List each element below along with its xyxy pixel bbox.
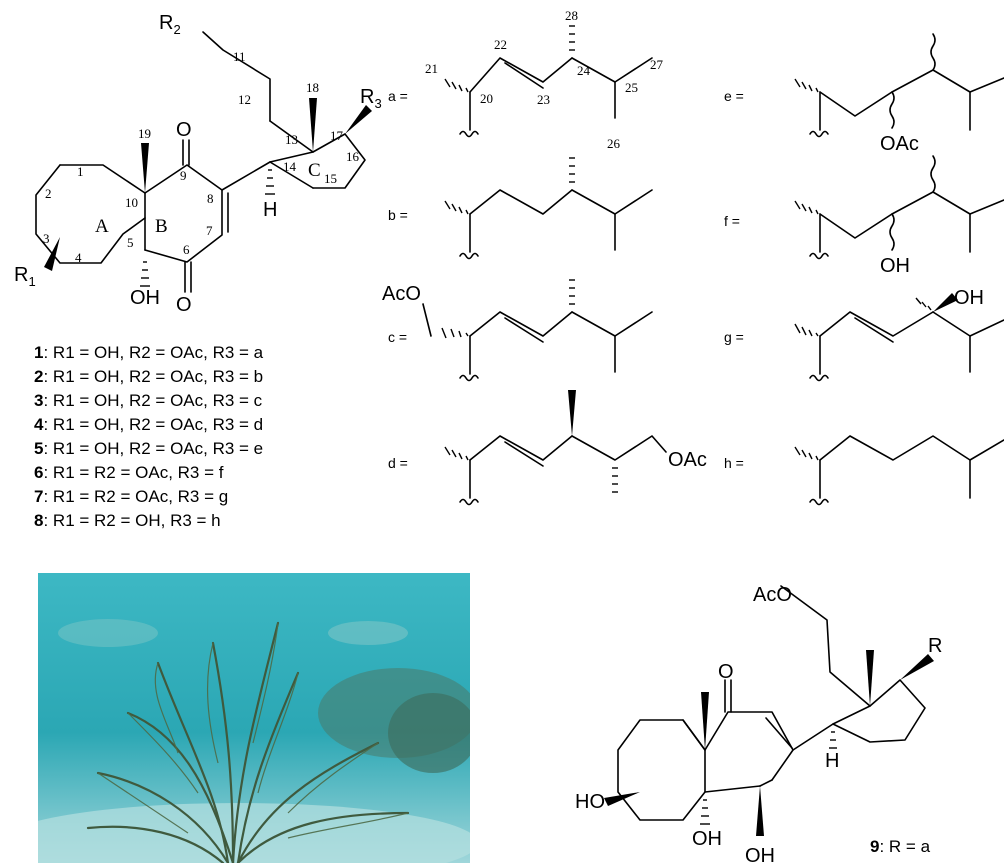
- side-chain-f-label: f =: [724, 213, 740, 229]
- carbon-number-28: 28: [565, 8, 578, 23]
- c9-h-label: H: [825, 750, 839, 772]
- carbon-number-20: 20: [480, 91, 493, 106]
- f-oh-label: OH: [880, 255, 910, 277]
- side-chain-b: b =: [388, 157, 653, 260]
- c9-aco-label: AcO: [753, 584, 792, 606]
- carbon-number-5: 5: [127, 235, 134, 250]
- compound-9-caption: 9: R = a: [870, 837, 931, 856]
- compound-4-entry: 4: R1 = OH, R2 = OAc, R3 = d: [34, 415, 263, 434]
- coral-photo-image: [38, 573, 470, 863]
- e-oac-label: OAc: [880, 133, 919, 155]
- d-c25-hashed-bond: [612, 467, 618, 493]
- carbon-number-22: 22: [494, 37, 507, 52]
- d-oac-label: OAc: [668, 449, 707, 471]
- carbon-number-8: 8: [207, 191, 214, 206]
- carbon-number-25: 25: [625, 80, 638, 95]
- side-chain-a: a = 21 22 20 23 24 25 26 27 28: [388, 8, 664, 151]
- core-structure: R1 R2 R3 OH O O H 1 2 3 4 5 6 7 8 9 10 1…: [14, 12, 382, 316]
- carbon-number-15: 15: [324, 171, 337, 186]
- compound-9-structure: AcO R O HO OH OH H 9: R = a: [575, 584, 942, 865]
- g-c20-hashed-bond: [794, 323, 819, 337]
- compound-5-entry: 5: R1 = OH, R2 = OAc, R3 = e: [34, 439, 263, 458]
- carbon-number-27: 27: [650, 57, 664, 72]
- d-c20-hashed-bond: [444, 446, 469, 461]
- c-c20-hashed-bond: [441, 327, 469, 339]
- carbon-number-9: 9: [180, 168, 187, 183]
- c-aco-label: AcO: [382, 283, 421, 305]
- side-chain-d: d = OAc: [388, 390, 707, 506]
- c-c24-hashed-bond: [569, 279, 575, 305]
- carbon-number-17: 17: [330, 128, 344, 143]
- compound-7-entry: 7: R1 = R2 = OAc, R3 = g: [34, 487, 228, 506]
- r3-label: R3: [360, 86, 382, 111]
- carbon-number-3: 3: [43, 231, 50, 246]
- carbon-number-1: 1: [77, 164, 84, 179]
- c5-oh-label: OH: [130, 287, 160, 309]
- carbon-number-24: 24: [577, 63, 591, 78]
- c9-c5-oh-label: OH: [692, 828, 722, 850]
- c20-hashed-bond: [444, 78, 469, 93]
- carbon-number-14: 14: [283, 159, 297, 174]
- carbon-number-6: 6: [183, 242, 190, 257]
- b-c20-hashed-bond: [444, 200, 469, 215]
- c9-c14-hashed-bond: [829, 731, 837, 749]
- h-c20-hashed-bond: [794, 446, 819, 461]
- side-chain-f: f = OH: [724, 155, 1004, 277]
- carbon-number-7: 7: [206, 223, 213, 238]
- side-chain-h: h =: [724, 435, 1004, 506]
- compound-6-entry: 6: R1 = R2 = OAc, R3 = f: [34, 463, 224, 482]
- carbon-number-19: 19: [138, 126, 151, 141]
- side-chain-c: c = AcO: [382, 279, 653, 382]
- compound-3-entry: 3: R1 = OH, R2 = OAc, R3 = c: [34, 391, 263, 410]
- ring-a-label: A: [95, 216, 109, 237]
- r2-label: R2: [159, 12, 181, 37]
- carbon-number-23: 23: [537, 92, 550, 107]
- r1-label: R1: [14, 264, 36, 289]
- c9-c5-hashed-bond: [700, 799, 710, 825]
- carbon-number-13: 13: [285, 132, 298, 147]
- compound-1-entry: 1: R1 = OH, R2 = OAc, R3 = a: [34, 343, 264, 362]
- c9-ho-label: HO: [575, 791, 605, 813]
- carbon-number-12: 12: [238, 92, 251, 107]
- side-chain-d-label: d =: [388, 455, 408, 471]
- c5-hashed-bond: [140, 261, 150, 287]
- carbon-number-4: 4: [75, 250, 82, 265]
- side-chain-g: g = OH: [724, 287, 1004, 382]
- side-chain-g-label: g =: [724, 329, 744, 345]
- compound-2-entry: 2: R1 = OH, R2 = OAc, R3 = b: [34, 367, 263, 386]
- c9-r-label: R: [928, 635, 942, 657]
- carbon-number-10: 10: [125, 195, 138, 210]
- side-chain-b-label: b =: [388, 207, 408, 223]
- g-oh-label: OH: [954, 287, 984, 309]
- c6-oxygen-label: O: [176, 294, 192, 316]
- carbon-number-21: 21: [425, 61, 438, 76]
- b-c24-hashed-bond: [569, 157, 575, 183]
- side-chain-e-label: e =: [724, 88, 744, 104]
- compound-list: 1: R1 = OH, R2 = OAc, R3 = a 2: R1 = OH,…: [34, 343, 264, 530]
- c24-hashed-bond: [569, 25, 575, 51]
- c9-oxygen-label: O: [718, 661, 734, 683]
- side-chain-h-label: h =: [724, 455, 744, 471]
- c9-oxygen-label: O: [176, 119, 192, 141]
- carbon-number-11: 11: [233, 49, 246, 64]
- carbon-number-18: 18: [306, 80, 319, 95]
- carbon-number-16: 16: [346, 149, 360, 164]
- carbon-number-26: 26: [607, 136, 621, 151]
- e-c20-hashed-bond: [794, 78, 819, 93]
- ring-b-label: B: [155, 216, 168, 237]
- side-chain-a-label: a =: [388, 88, 408, 104]
- c9-c7-oh-label: OH: [745, 845, 775, 865]
- side-chain-e: e = OAc: [724, 33, 1004, 155]
- ring-c-label: C: [308, 160, 321, 181]
- soft-coral-photo: [38, 573, 470, 863]
- g-c24-hashed-bond: [915, 297, 932, 311]
- c14-hashed-bond: [265, 169, 275, 195]
- c14-h-label: H: [263, 199, 277, 221]
- side-chain-c-label: c =: [388, 329, 407, 345]
- carbon-number-2: 2: [45, 186, 52, 201]
- compound-8-entry: 8: R1 = R2 = OH, R3 = h: [34, 511, 221, 530]
- f-c20-hashed-bond: [794, 200, 819, 215]
